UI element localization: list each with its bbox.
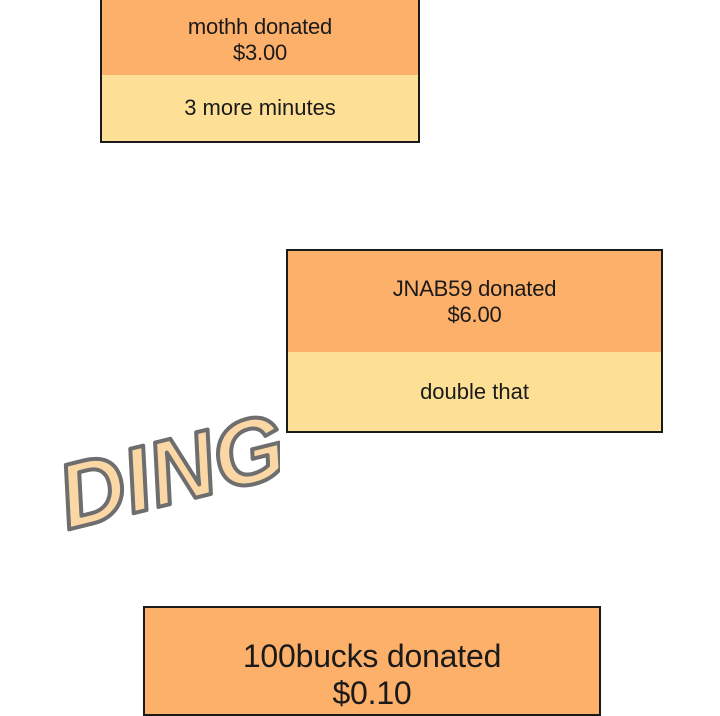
donation-alert-jnab59: JNAB59 donated $6.00 double that — [286, 249, 663, 433]
donation-message: 3 more minutes — [184, 95, 336, 120]
ding-text: DING — [60, 395, 280, 535]
ding-sound-effect: DING — [60, 395, 280, 535]
donation-header: mothh donated $3.00 — [102, 0, 418, 75]
donor-line: mothh donated — [187, 14, 333, 40]
donation-alert-mothh: mothh donated $3.00 3 more minutes — [100, 0, 420, 143]
donor-line: JNAB59 donated — [392, 276, 557, 302]
donation-amount: $0.10 — [332, 674, 412, 711]
donation-message: double that — [420, 378, 529, 404]
donor-line: 100bucks donated — [242, 638, 502, 674]
donation-header: JNAB59 donated $6.00 — [288, 251, 661, 352]
donation-amount: $6.00 — [447, 301, 502, 327]
donation-amount: $3.00 — [232, 39, 288, 65]
